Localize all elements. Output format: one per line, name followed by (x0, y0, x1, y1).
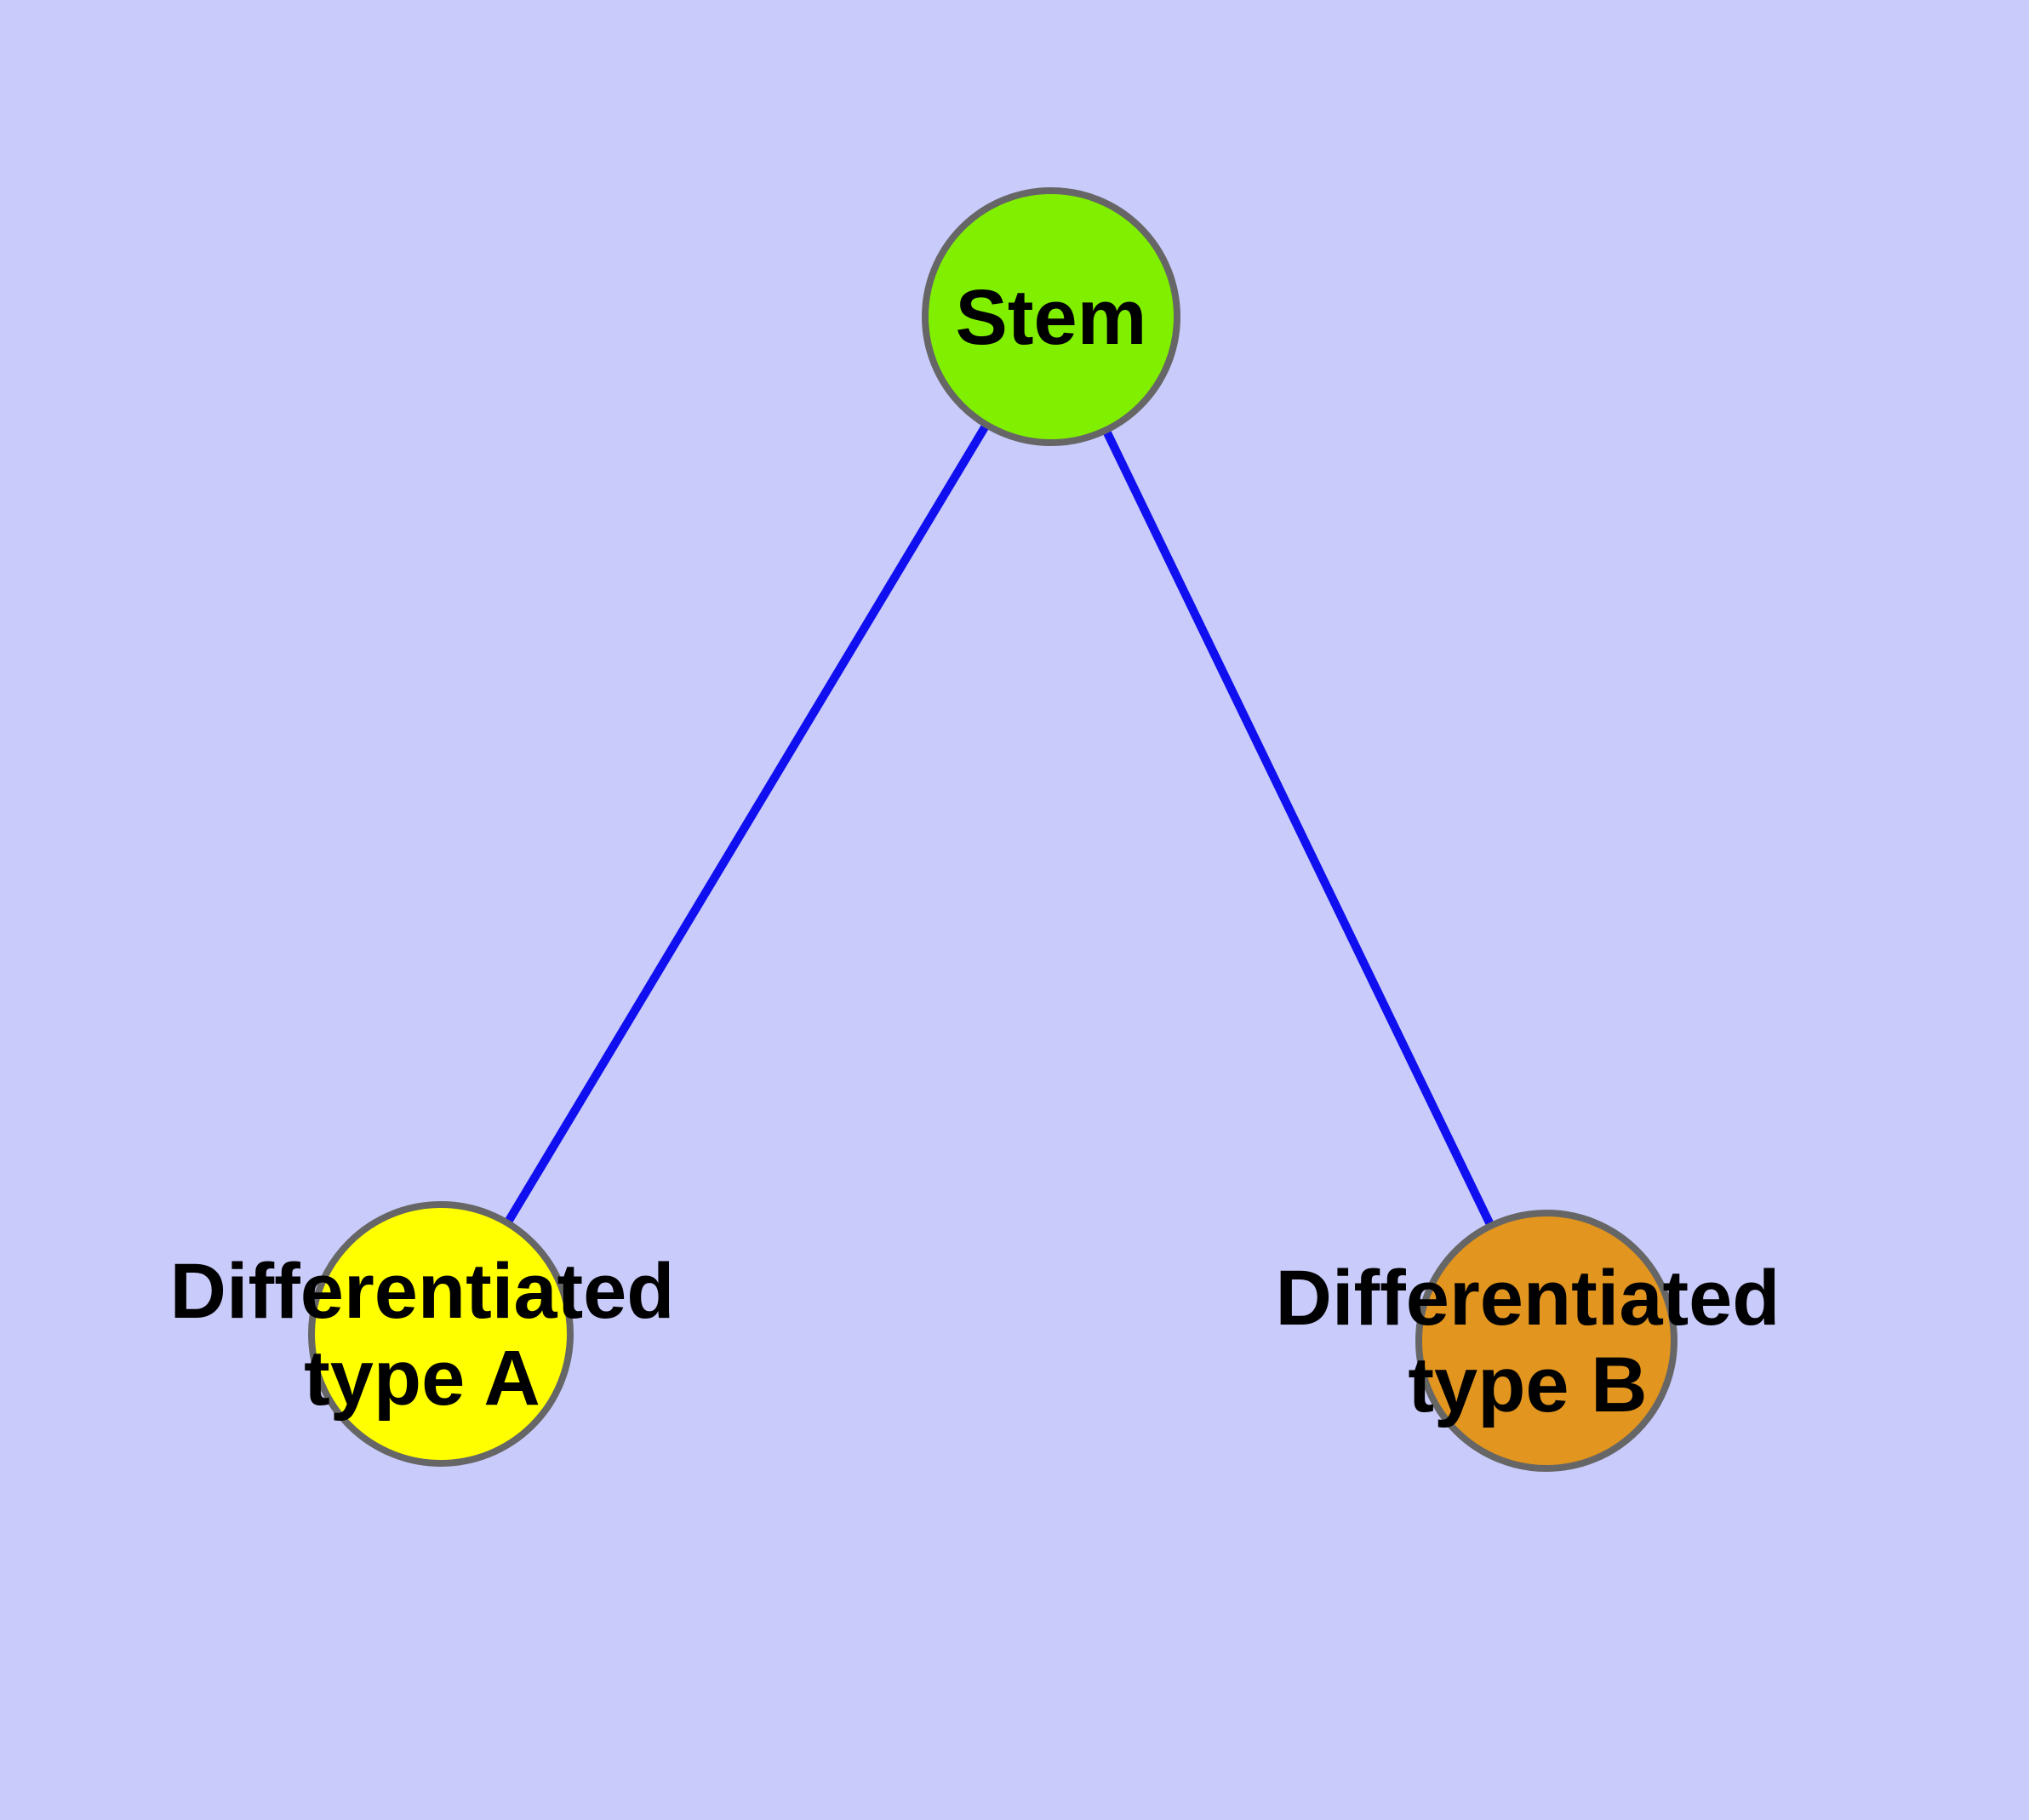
node-layer (308, 187, 1677, 1472)
node-circle-differentiated-type-b[interactable] (1415, 1210, 1677, 1472)
node-label-differentiated-type-b-line1: Differentiated (1276, 1255, 1780, 1342)
node-differentiated-type-b[interactable] (1415, 1210, 1677, 1472)
node-circle-stem[interactable] (922, 187, 1180, 446)
node-label-differentiated-type-b-line2: type B (1408, 1342, 1647, 1428)
node-label-stem: Stem (956, 274, 1147, 361)
edge-layer (503, 422, 1495, 1228)
label-layer: Stem Differentiated type A Differentiate… (170, 274, 1780, 1428)
node-differentiated-type-a[interactable] (308, 1201, 574, 1467)
node-stem[interactable] (922, 187, 1180, 446)
node-circle-differentiated-type-a[interactable] (308, 1201, 574, 1467)
edge-stem-to-differentiated-type-b[interactable] (1101, 428, 1495, 1228)
node-label-differentiated-type-a-line1: Differentiated (170, 1248, 675, 1335)
edge-stem-to-differentiated-type-a[interactable] (503, 422, 991, 1226)
node-label-differentiated-type-a-line2: type A (304, 1335, 540, 1422)
